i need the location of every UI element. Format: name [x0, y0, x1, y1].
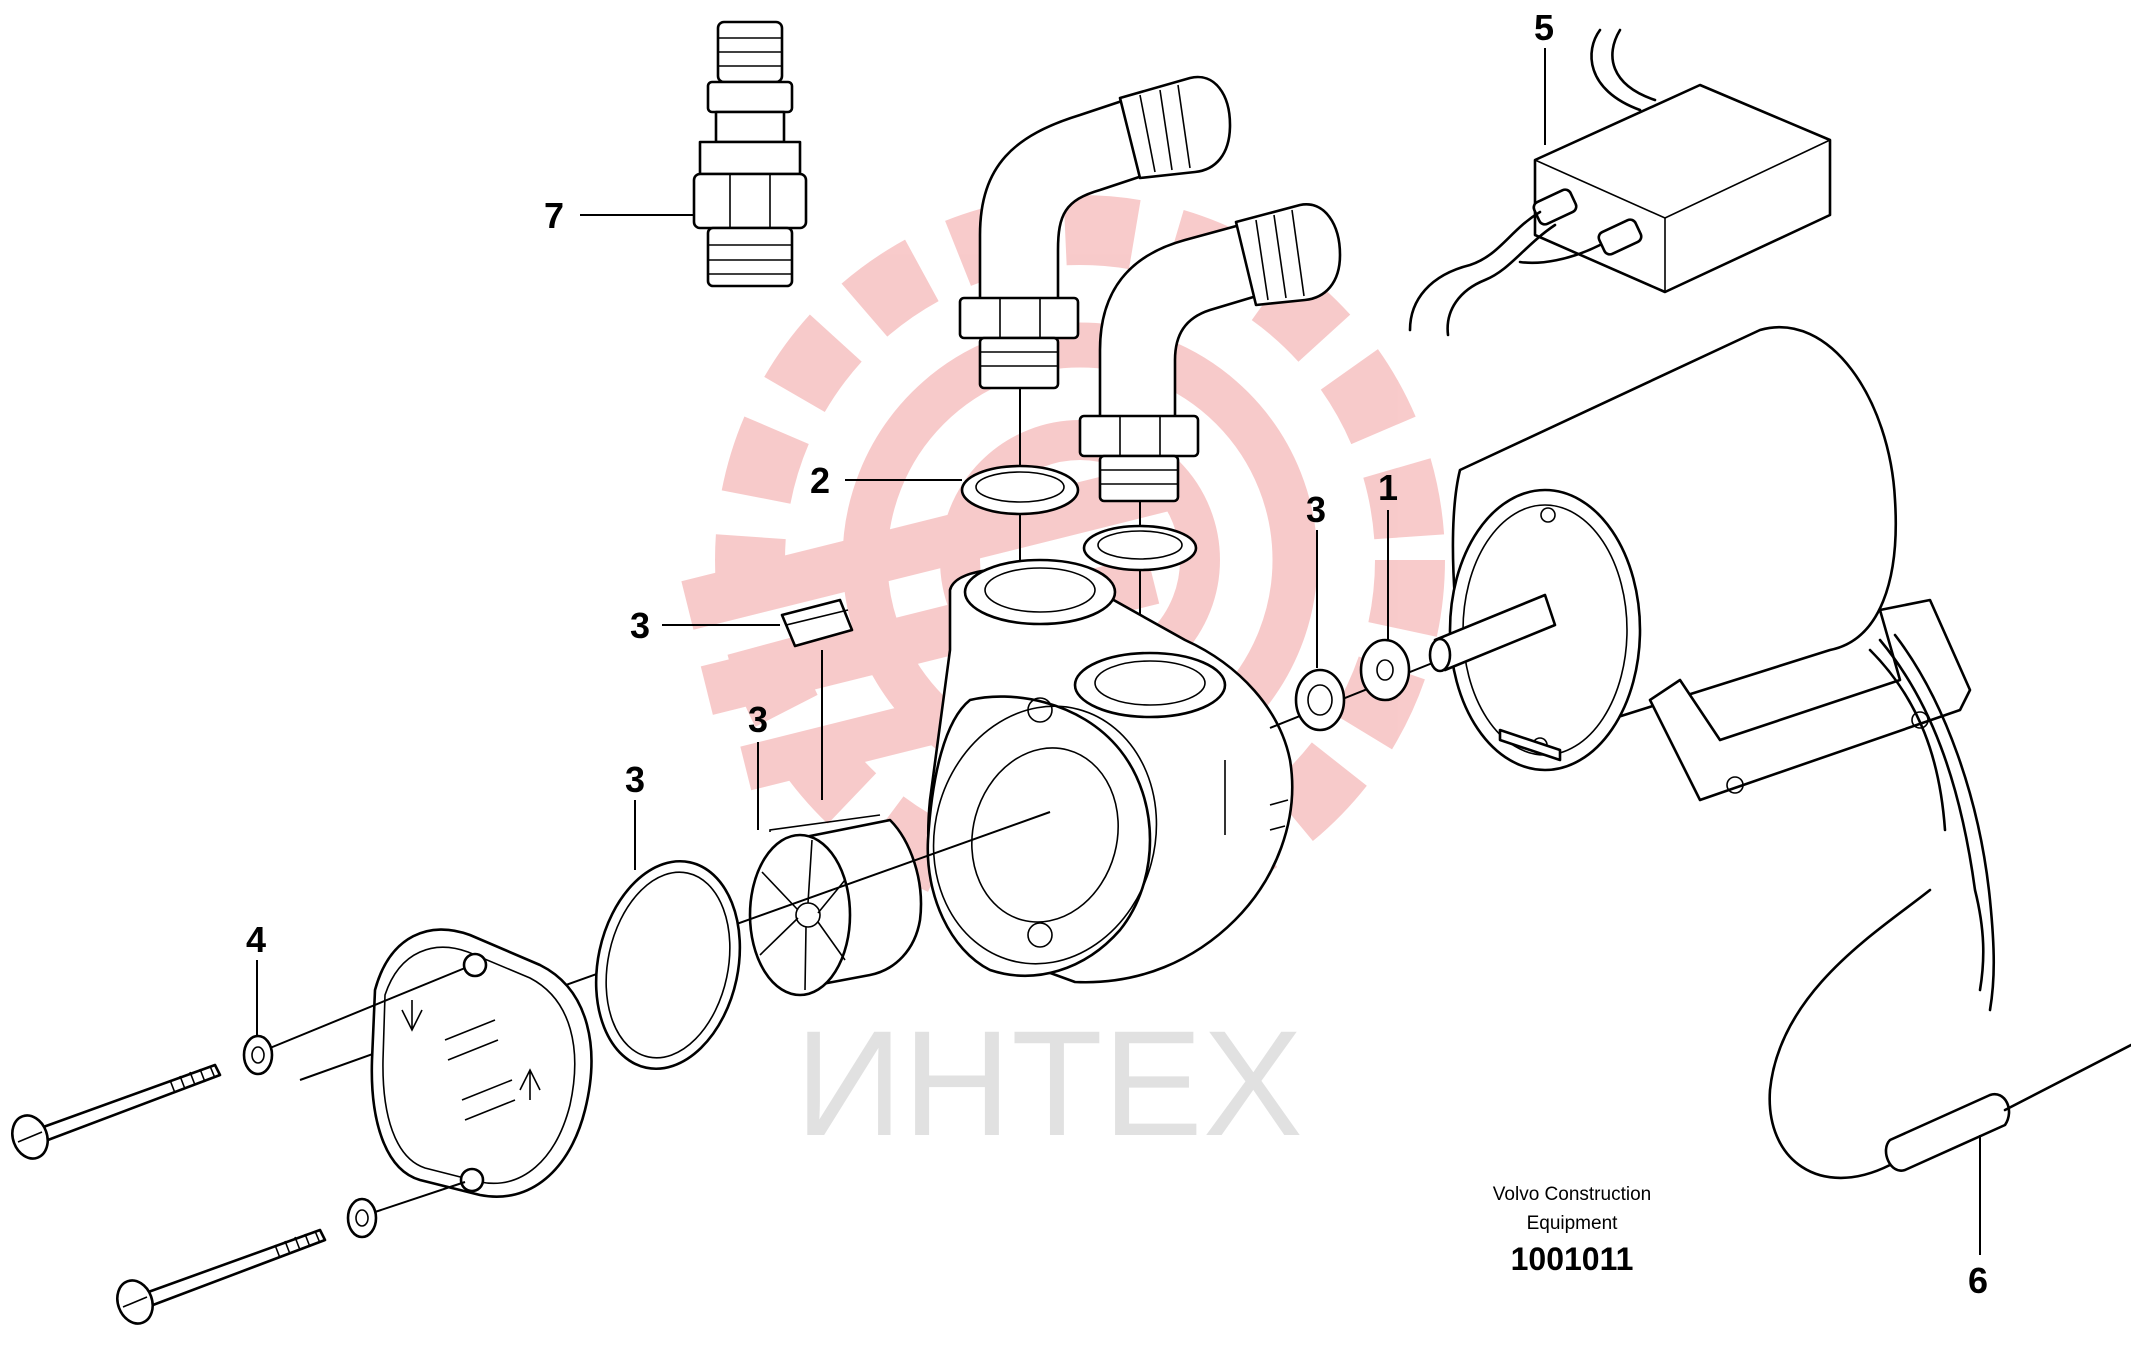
elbow-fitting-right-part	[1078, 203, 1342, 503]
key-part	[780, 598, 854, 648]
drawing-number: 1001011	[1511, 1241, 1634, 1277]
sealing-washer-upper-part	[960, 464, 1080, 516]
callout-3b: 3	[748, 699, 768, 740]
shaft-seal-part	[1294, 668, 1346, 732]
washer-upper-part	[242, 1034, 274, 1076]
cover-plate-part	[370, 928, 593, 1198]
motor-axis	[1269, 659, 1441, 729]
elbow-fitting-left-part	[958, 75, 1232, 390]
screw-upper-guide	[269, 967, 466, 1049]
callout-5: 5	[1534, 7, 1554, 48]
impeller-part	[748, 814, 923, 997]
callout-3c: 3	[625, 759, 645, 800]
screw-upper-part	[11, 1063, 222, 1160]
screw-lower-part	[116, 1228, 327, 1325]
fuse-cable-part	[1768, 888, 2131, 1180]
callout-7: 7	[544, 195, 564, 236]
callout-6: 6	[1968, 1260, 1988, 1301]
motor-part	[1428, 326, 1996, 1012]
junction-box-part	[1408, 28, 1832, 337]
callout-3a: 3	[630, 605, 650, 646]
o-ring-part	[594, 859, 742, 1071]
straight-fitting-part	[692, 20, 808, 288]
callout-1: 1	[1378, 467, 1398, 508]
watermark-text: ИНТЕХ	[795, 999, 1303, 1167]
sealing-washer-lower-part	[1082, 524, 1198, 572]
screw-lower-guide	[374, 1181, 466, 1213]
callout-4: 4	[246, 919, 266, 960]
callout-2: 2	[810, 460, 830, 501]
washer-lower-part	[346, 1197, 378, 1239]
shaft-washer-part	[1359, 638, 1411, 702]
manufacturer-line-2: Equipment	[1527, 1213, 1619, 1234]
manufacturer-line-1: Volvo Construction	[1493, 1184, 1651, 1205]
pump-housing-part	[926, 558, 1294, 984]
callout-3d: 3	[1306, 489, 1326, 530]
